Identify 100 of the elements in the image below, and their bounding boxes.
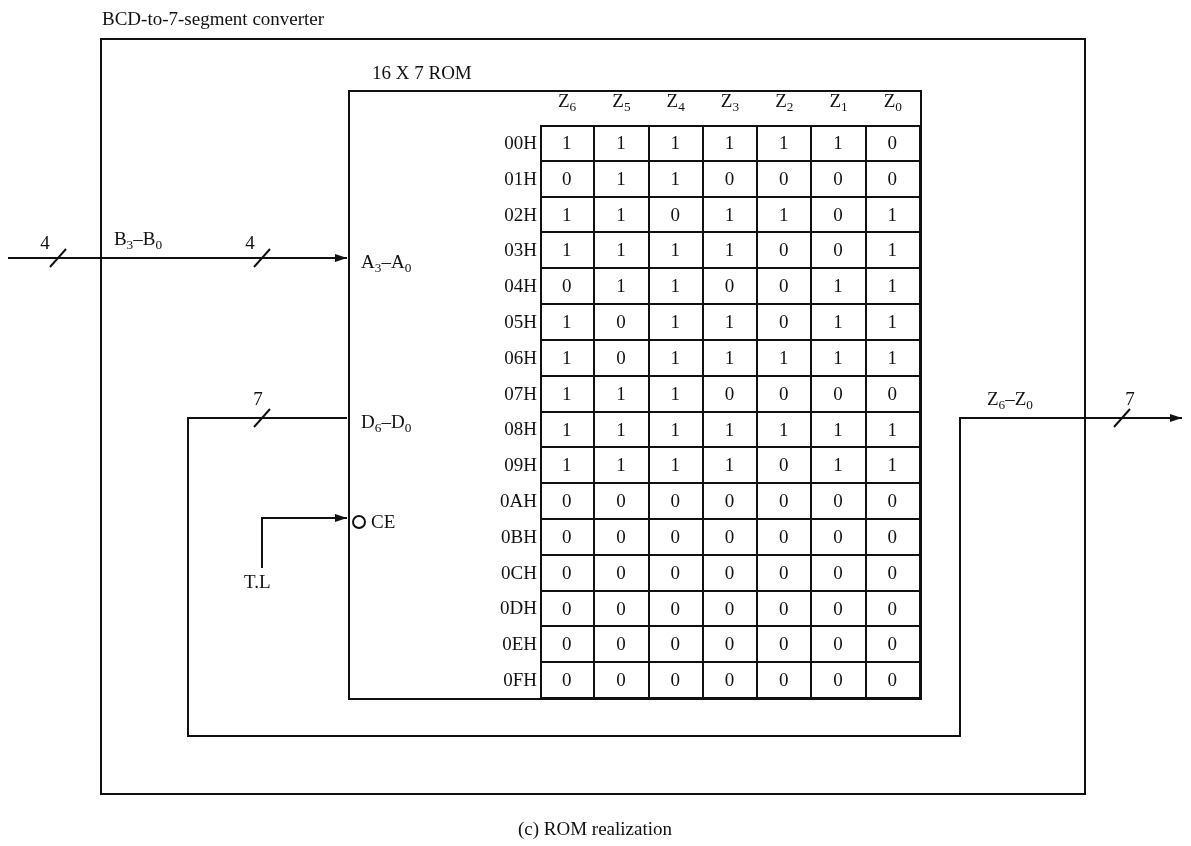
column-header: Z$_{1}$	[829, 90, 848, 112]
pin-label: D$_{6}$–D$_{0}$	[351, 407, 431, 437]
table-cell: 0	[594, 590, 650, 628]
table-cell: 0	[648, 662, 704, 699]
table-cell: 0	[865, 483, 921, 520]
bus-width-label: 4	[245, 232, 255, 254]
table-cell: 0	[757, 554, 813, 592]
table-cell: 0	[811, 662, 867, 699]
pin-label: A$_{3}$–A$_{0}$	[351, 247, 431, 277]
table-cell: 1	[540, 304, 596, 341]
row-address: 01H	[504, 167, 537, 190]
table-cell: 1	[702, 411, 759, 449]
table-cell: 1	[648, 339, 704, 377]
block-title: BCD-to-7-segment converter	[102, 8, 325, 30]
table-cell: 0	[648, 626, 704, 664]
table-cell: 0	[648, 483, 704, 520]
table-cell: 1	[865, 411, 921, 449]
table-cell: 0	[594, 483, 650, 520]
table-cell: 1	[757, 411, 813, 449]
row-address: 03H	[504, 239, 537, 262]
row-address: 0BH	[501, 525, 537, 548]
table-cell: 0	[757, 232, 813, 270]
table-cell: 1	[648, 232, 704, 270]
table-cell: 0	[865, 626, 921, 664]
table-cell: 1	[865, 196, 921, 234]
signal-label: T.L	[244, 570, 284, 594]
edge-label: B$_{3}$–B$_{0}$	[113, 228, 163, 250]
table-cell: 0	[702, 375, 759, 413]
arrow	[7, 254, 348, 262]
table-cell: 0	[540, 518, 596, 556]
table-cell: 0	[757, 160, 813, 198]
row-address: 02H	[504, 203, 537, 226]
table-cell: 0	[540, 626, 596, 664]
table-cell: 1	[540, 196, 596, 234]
table-cell: 1	[702, 339, 759, 377]
table-cell: 1	[865, 304, 921, 341]
table-cell: 0	[811, 554, 867, 592]
row-address: 0CH	[501, 561, 537, 584]
table-cell: 1	[594, 268, 650, 306]
table-cell: 1	[648, 125, 704, 162]
table-cell: 0	[811, 626, 867, 664]
arrow	[187, 414, 1183, 737]
table-cell: 1	[702, 125, 759, 162]
row-address: 04H	[504, 275, 537, 298]
table-cell: 0	[865, 554, 921, 592]
table-cell: 0	[811, 518, 867, 556]
table-cell: 0	[757, 662, 813, 699]
arrow	[261, 514, 348, 569]
table-cell: 0	[540, 483, 596, 520]
table-cell: 0	[811, 375, 867, 413]
table-cell: 0	[811, 196, 867, 234]
table-cell: 0	[757, 304, 813, 341]
table-cell: 1	[811, 447, 867, 485]
table-cell: 1	[540, 125, 596, 162]
table-cell: 1	[702, 232, 759, 270]
table-cell: 0	[865, 125, 921, 162]
table-cell: 0	[648, 518, 704, 556]
table-cell: 0	[811, 160, 867, 198]
table-cell: 0	[865, 160, 921, 198]
table-cell: 1	[540, 339, 596, 377]
table-cell: 0	[757, 626, 813, 664]
row-address: 00H	[504, 131, 537, 154]
row-address: 0DH	[500, 597, 537, 620]
table-cell: 1	[594, 447, 650, 485]
table-cell: 0	[757, 268, 813, 306]
table-cell: 1	[594, 232, 650, 270]
table-cell: 0	[757, 375, 813, 413]
table-cell: 0	[702, 554, 759, 592]
table-cell: 0	[702, 160, 759, 198]
column-header: Z$_{5}$	[612, 90, 631, 112]
table-cell: 1	[865, 447, 921, 485]
table-cell: 0	[648, 196, 704, 234]
row-address: 0FH	[503, 669, 537, 692]
table-cell: 1	[594, 196, 650, 234]
table-cell: 0	[594, 626, 650, 664]
table-cell: 1	[540, 447, 596, 485]
table-cell: 1	[757, 196, 813, 234]
table-cell: 0	[540, 662, 596, 699]
table-cell: 1	[702, 447, 759, 485]
table-cell: 1	[648, 447, 704, 485]
table-cell: 0	[594, 662, 650, 699]
table-cell: 1	[594, 375, 650, 413]
table-cell: 0	[594, 339, 650, 377]
pin-label: CE	[351, 508, 411, 536]
row-address: 05H	[504, 310, 537, 333]
table-cell: 0	[865, 518, 921, 556]
table-cell: 0	[757, 518, 813, 556]
table-cell: 1	[594, 125, 650, 162]
table-cell: 1	[540, 411, 596, 449]
column-header: Z$_{4}$	[666, 90, 685, 112]
table-cell: 1	[811, 304, 867, 341]
table-cell: 0	[702, 626, 759, 664]
table-cell: 0	[702, 483, 759, 520]
table-cell: 1	[811, 268, 867, 306]
row-address: 0EH	[502, 633, 537, 656]
table-cell: 0	[540, 554, 596, 592]
table-cell: 1	[811, 339, 867, 377]
table-cell: 1	[648, 304, 704, 341]
table-cell: 1	[648, 375, 704, 413]
column-header: Z$_{6}$	[558, 90, 577, 112]
